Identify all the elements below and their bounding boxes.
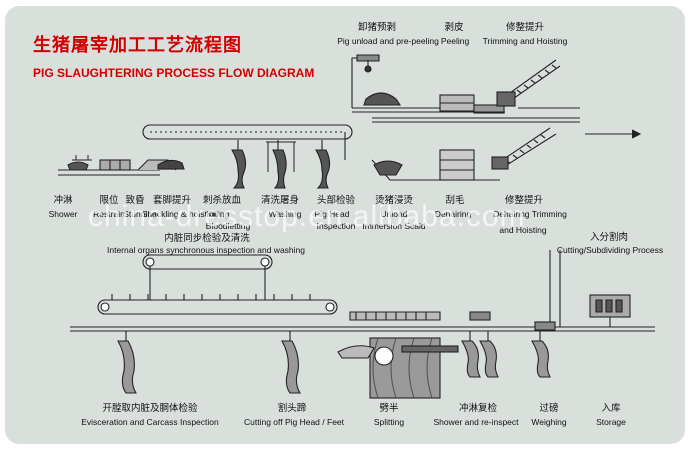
watermark: china-dresstop.en.alibaba.com bbox=[88, 200, 526, 233]
label-viscera-zh: 内脏同步检验及清洗 bbox=[164, 233, 250, 244]
label-split-en: Splitting bbox=[373, 417, 405, 427]
peeling-machine bbox=[372, 94, 580, 123]
label-head-zh: 头部检验 bbox=[316, 195, 356, 206]
label-kill-en2: Bloodletting bbox=[205, 221, 251, 231]
viscera-conveyor bbox=[97, 254, 338, 315]
hanging-carcasses-top bbox=[231, 140, 331, 189]
label-scald-en: Unload bbox=[380, 209, 408, 219]
lower-overhead-rail bbox=[70, 250, 655, 332]
label-viscera-en: Internal organs synchronous inspection a… bbox=[107, 245, 305, 255]
unload-line bbox=[351, 54, 440, 113]
diagram-title: 生猪屠宰加工工艺流程图 bbox=[33, 35, 242, 56]
upper-overhead-rail bbox=[142, 124, 353, 160]
label-unload-zh: 卸猪预剥 bbox=[357, 22, 397, 33]
shower-conveyor bbox=[58, 155, 185, 176]
label-washing-en: Washing bbox=[268, 209, 302, 219]
label-peeling-zh: 剥皮 bbox=[444, 22, 464, 33]
label-peeling-en: Peeling bbox=[440, 36, 470, 46]
label-split-zh: 劈半 bbox=[379, 403, 399, 414]
label-weigh-zh: 过磅 bbox=[539, 403, 559, 414]
label-cut-head-en: Cutting off Pig Head / Feet bbox=[243, 417, 345, 427]
label-stun-en: Stunning bbox=[123, 209, 157, 219]
label-reinspect-zh: 冲淋复检 bbox=[458, 403, 498, 414]
label-trim-top-en: Trimming and Hoisting bbox=[482, 36, 568, 46]
label-storage-en: Storage bbox=[596, 417, 626, 427]
hanging-carcasses-bottom bbox=[117, 331, 551, 394]
label-lift-en: Shackling & hoisting bbox=[141, 209, 219, 219]
label-unload-en: Pig unload and pre-peeling bbox=[337, 36, 439, 46]
label-trim-mid-en: Dehairing Trimming bbox=[493, 209, 567, 219]
label-restrain-en: Restrain bbox=[93, 209, 125, 219]
diagram-background bbox=[5, 6, 685, 444]
label-kill-en: Killing bbox=[206, 209, 230, 219]
label-trim-mid-zh: 修整提升 bbox=[504, 195, 544, 206]
label-kill-zh: 刺杀放血 bbox=[202, 195, 242, 206]
label-stun-zh: 致昏 bbox=[125, 195, 145, 206]
hoist-conveyor-top bbox=[496, 59, 580, 109]
label-scald-zh: 烫猪浸烫 bbox=[374, 195, 414, 206]
label-eviscerate-en: Evisceration and Carcass Inspection bbox=[81, 417, 219, 427]
chain-feeder bbox=[349, 311, 556, 331]
label-weigh-en: Weighing bbox=[531, 417, 567, 427]
label-trim-top-zh: 修整提升 bbox=[505, 22, 545, 33]
label-cut-head-zh: 割头蹄 bbox=[277, 403, 307, 414]
label-dehair-en: Dehairing bbox=[434, 209, 472, 219]
diagram-subtitle: PIG SLAUGHTERING PROCESS FLOW DIAGRAM bbox=[33, 66, 315, 80]
label-eviscerate-zh: 开膛取内脏及胴体检验 bbox=[102, 403, 198, 414]
label-scald-en2: Immersion Scald bbox=[362, 221, 426, 231]
label-shower-zh: 冲淋 bbox=[53, 195, 73, 206]
label-trim-mid-en2: and Hoisting bbox=[499, 225, 547, 235]
label-cutting-zh: 入分割肉 bbox=[589, 232, 629, 243]
label-head-en: Pig Head bbox=[314, 209, 350, 219]
label-cutting-en: Cutting/Subdividing Process bbox=[556, 245, 664, 255]
label-reinspect-en: Shower and re-inspect bbox=[433, 417, 519, 427]
label-head-en2: Inspection bbox=[316, 221, 356, 231]
label-restrain-zh: 限位 bbox=[99, 195, 119, 206]
scald-tank bbox=[371, 149, 500, 181]
hoist-conveyor-mid bbox=[491, 127, 557, 170]
label-washing-zh: 清洗屠身 bbox=[260, 195, 300, 206]
label-storage-zh: 入库 bbox=[601, 403, 621, 414]
flow-arrow-right bbox=[585, 129, 642, 139]
label-shower-en: Shower bbox=[48, 209, 78, 219]
label-lift-zh: 套脚提升 bbox=[152, 195, 192, 206]
label-dehair-zh: 刮毛 bbox=[445, 195, 465, 206]
splitting-saw bbox=[337, 337, 459, 399]
storage-unit bbox=[589, 294, 631, 327]
